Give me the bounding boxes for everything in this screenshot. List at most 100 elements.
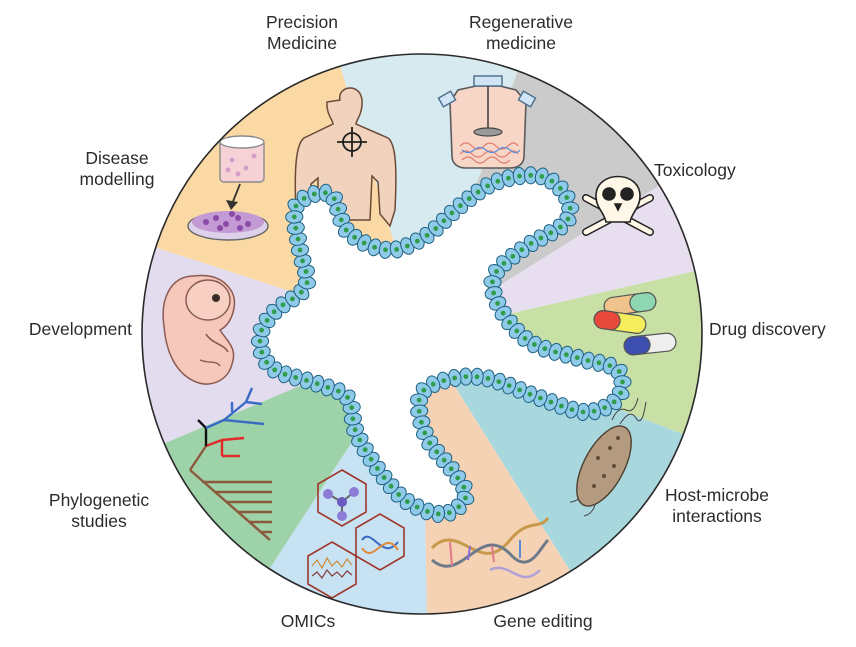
- cell-nucleus: [528, 172, 534, 178]
- label-toxicology: Toxicology: [654, 160, 736, 180]
- cell-nucleus: [295, 236, 301, 242]
- label-omics: OMICs: [280, 611, 336, 631]
- cell-nucleus: [495, 301, 500, 306]
- cell-nucleus: [564, 195, 570, 200]
- label-development: Development: [28, 319, 132, 339]
- cell-nucleus: [299, 289, 304, 295]
- cell-nucleus: [383, 247, 388, 253]
- cell-nucleus: [559, 403, 564, 409]
- cell-nucleus: [510, 253, 516, 259]
- cell-nucleus: [416, 397, 422, 403]
- cell-nucleus: [419, 419, 424, 425]
- cell-nucleus: [485, 376, 491, 381]
- cell-nucleus: [434, 449, 440, 455]
- label-drug-discovery: Drug discovery: [709, 319, 826, 339]
- dna-strands-icon: [430, 517, 550, 579]
- cell-nucleus: [293, 203, 299, 209]
- cell-nucleus: [558, 186, 563, 191]
- cell-nucleus: [458, 203, 463, 209]
- sequence-trace-icon: [311, 556, 353, 580]
- cell-nucleus: [362, 447, 368, 453]
- cell-nucleus: [591, 408, 597, 414]
- cell-nucleus: [441, 378, 447, 383]
- cell-nucleus: [416, 408, 422, 414]
- cell-nucleus: [548, 230, 554, 236]
- cell-nucleus: [569, 407, 575, 412]
- cell-nucleus: [602, 405, 608, 411]
- cell-nucleus: [404, 499, 410, 504]
- skull-crossbones-icon: [582, 175, 654, 236]
- cell-nucleus: [350, 416, 356, 422]
- cell-nucleus: [539, 174, 545, 179]
- bacterium-icon: [569, 397, 647, 517]
- cell-nucleus: [421, 387, 427, 393]
- cell-nucleus: [293, 225, 299, 231]
- cell-nucleus: [314, 381, 320, 387]
- cell-nucleus: [538, 395, 543, 401]
- cell-nucleus: [303, 269, 309, 274]
- cell-nucleus: [455, 475, 461, 481]
- cell-nucleus: [259, 349, 265, 355]
- cell-nucleus: [495, 178, 501, 184]
- cell-nucleus: [297, 247, 303, 253]
- cell-nucleus: [282, 371, 288, 377]
- vial-icon: [219, 135, 265, 183]
- cell-nucleus: [507, 320, 512, 325]
- cell-nucleus: [343, 227, 349, 233]
- cell-nucleus: [352, 427, 358, 433]
- cell-nucleus: [375, 466, 380, 471]
- cell-nucleus: [542, 346, 548, 352]
- dna-helix-icon: [361, 535, 399, 554]
- cell-nucleus: [564, 352, 569, 358]
- organoid-epithelium: [250, 166, 632, 523]
- cell-nucleus: [323, 190, 328, 196]
- cell-nucleus: [532, 342, 537, 347]
- cell-nucleus: [517, 173, 522, 179]
- cell-nucleus: [461, 484, 467, 490]
- capsules-icon: [593, 292, 677, 356]
- cell-nucleus: [448, 466, 454, 472]
- cell-nucleus: [414, 504, 420, 510]
- cell-nucleus: [506, 383, 512, 388]
- molecule-icon: [323, 487, 359, 521]
- cell-nucleus: [494, 269, 499, 274]
- cell-nucleus: [336, 388, 341, 394]
- cell-nucleus: [463, 495, 468, 501]
- cell-nucleus: [372, 244, 377, 250]
- cell-nucleus: [522, 336, 528, 341]
- cell-nucleus: [381, 475, 387, 480]
- diagram-rim: [141, 53, 703, 615]
- cell-nucleus: [257, 338, 263, 344]
- cell-nucleus: [388, 483, 394, 489]
- cell-nucleus: [596, 360, 602, 366]
- cell-nucleus: [425, 509, 430, 514]
- cell-nucleus: [528, 241, 534, 246]
- cell-nucleus: [565, 216, 571, 222]
- cell-nucleus: [271, 309, 277, 315]
- cell-nucleus: [446, 510, 452, 516]
- cell-nucleus: [441, 457, 447, 463]
- cell-nucleus: [567, 205, 573, 211]
- cell-nucleus: [517, 387, 522, 393]
- cell-nucleus: [357, 437, 363, 443]
- cell-nucleus: [558, 224, 563, 230]
- cell-nucleus: [280, 302, 286, 308]
- cell-nucleus: [496, 379, 502, 384]
- cell-nucleus: [616, 369, 622, 374]
- cell-nucleus: [290, 296, 295, 302]
- cell-nucleus: [500, 310, 506, 316]
- cell-nucleus: [331, 196, 337, 202]
- cell-nucleus: [352, 234, 357, 240]
- petri-dish-icon: [187, 211, 269, 241]
- crosshair-icon: [337, 127, 367, 157]
- cell-nucleus: [325, 385, 331, 390]
- cell-nucleus: [430, 381, 436, 387]
- organoid-lumen: [259, 175, 623, 515]
- cell-nucleus: [300, 258, 305, 264]
- cell-nucleus: [548, 399, 554, 405]
- cell-nucleus: [607, 363, 613, 368]
